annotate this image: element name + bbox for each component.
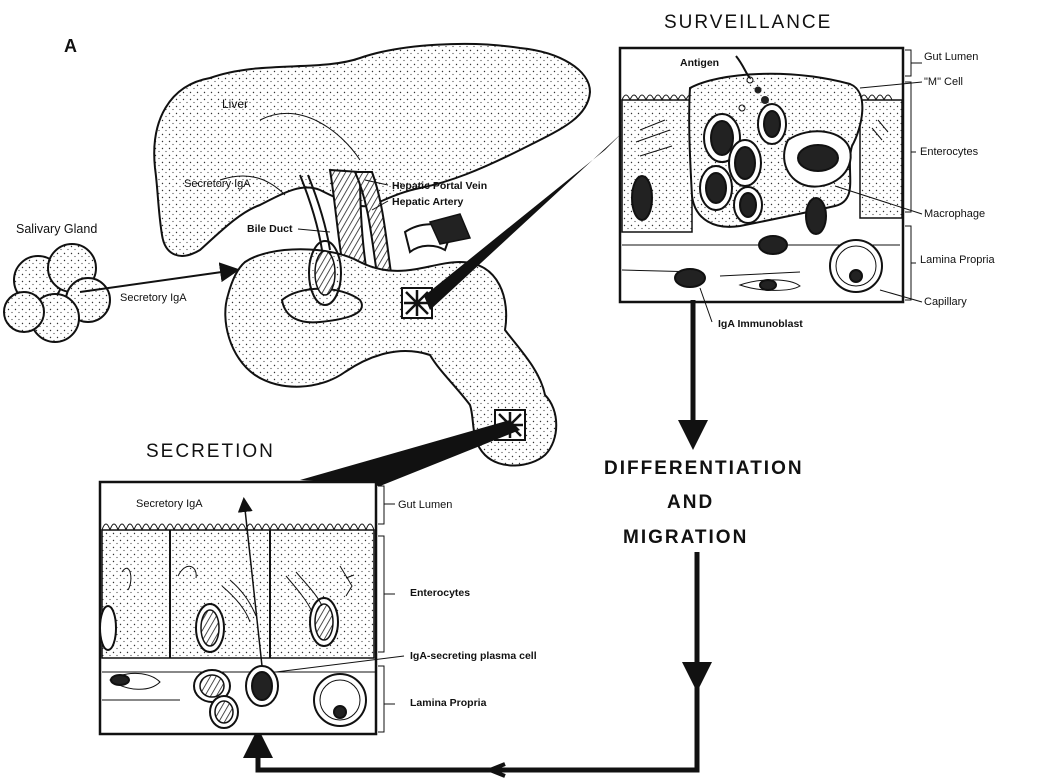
surveillance-label-gut-lumen: Gut Lumen [924, 51, 978, 63]
and-label: AND [667, 492, 714, 513]
secretory-iga-gland-label: Secretory IgA [120, 292, 187, 304]
iga-immunoblast-label: IgA Immunoblast [718, 318, 803, 330]
secretion-label-enterocytes: Enterocytes [410, 587, 470, 599]
surveillance-label-macrophage: Macrophage [924, 208, 985, 220]
secretion-label-lamina-propria: Lamina Propria [410, 697, 487, 709]
secretion-label-plasma-cell: IgA-secreting plasma cell [410, 650, 537, 662]
panel-letter: A [64, 36, 77, 56]
surveillance-label-capillary: Capillary [924, 296, 967, 308]
surveillance-title: SURVEILLANCE [664, 12, 832, 33]
salivary-gland-label: Salivary Gland [16, 222, 97, 236]
secretion-title: SECRETION [146, 441, 275, 462]
antigen-label: Antigen [680, 57, 719, 69]
secretion-label-gut-lumen: Gut Lumen [398, 499, 452, 511]
hepatic-artery-label: Hepatic Artery [392, 196, 464, 208]
surveillance-label-lamina-propria: Lamina Propria [920, 254, 995, 266]
migration-label: MIGRATION [623, 527, 748, 548]
surveillance-panel [620, 48, 903, 302]
surveillance-label-enterocytes: Enterocytes [920, 146, 979, 158]
secretion-secretory-iga-label: Secretory IgA [136, 498, 203, 510]
secretion-panel [100, 482, 376, 734]
differentiation-label: DIFFERENTIATION [604, 458, 804, 479]
liver-label: Liver [222, 97, 248, 111]
secretory-iga-liver-label: Secretory IgA [184, 178, 251, 190]
hepatic-portal-vein-label: Hepatic Portal Vein [392, 180, 487, 192]
salivary-gland-illustration [4, 244, 110, 342]
surveillance-label-m-cell: "M" Cell [924, 76, 963, 88]
bile-duct-label: Bile Duct [247, 223, 293, 235]
